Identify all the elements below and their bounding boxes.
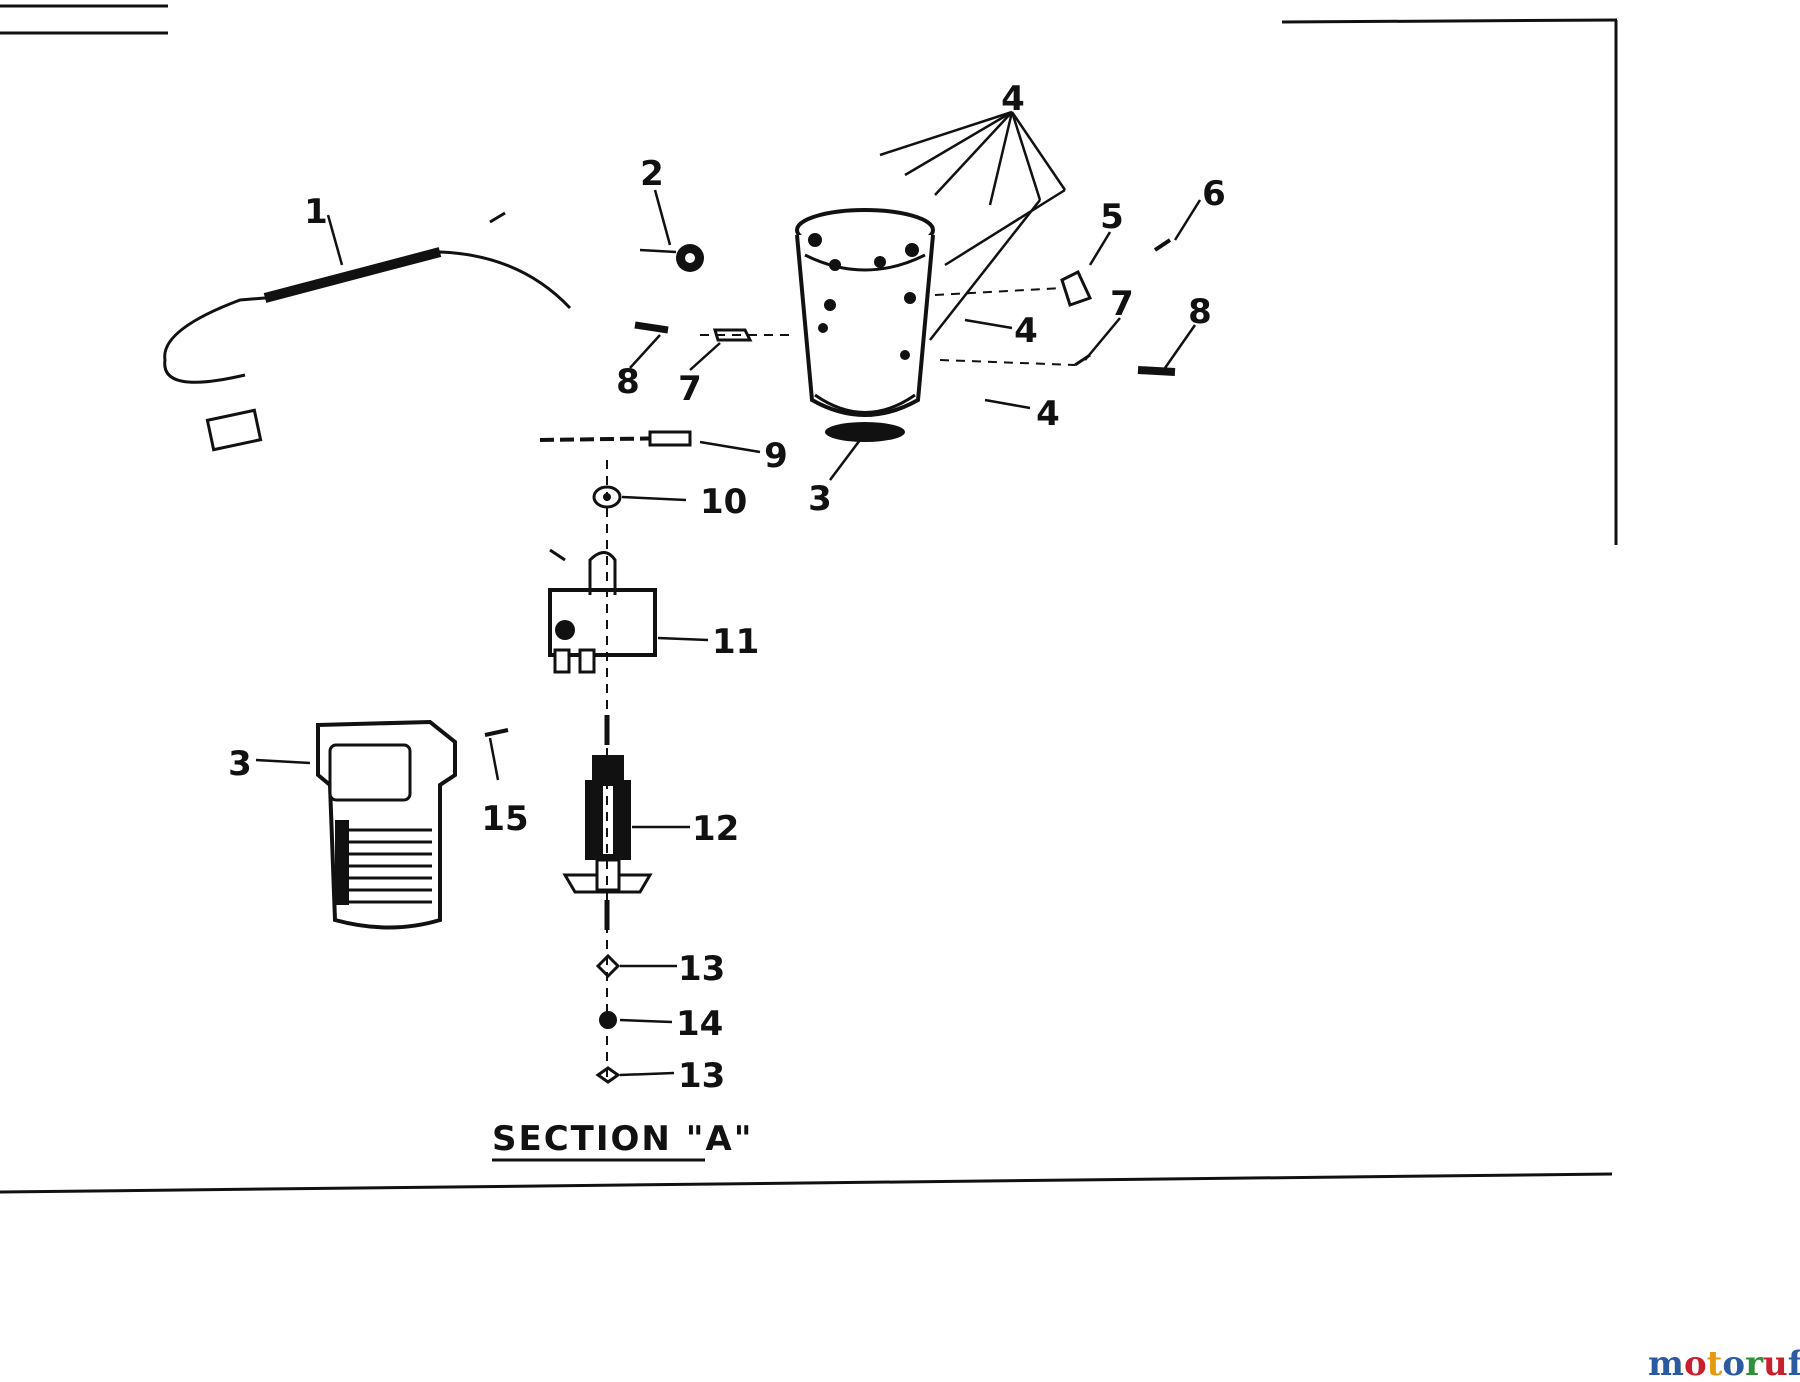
callout-5: 5 [1100,197,1124,237]
watermark-logo: motoruf.de [1648,1344,1800,1382]
callout-8-right: 8 [1188,292,1212,332]
exploded-view-axis [606,287,1076,1080]
callout-8-left: 8 [616,362,640,402]
callout-14: 14 [676,1004,723,1044]
watermark-letter: f [1788,1344,1800,1382]
watermark-letter: t [1707,1344,1723,1382]
callout-2: 2 [640,154,664,194]
field-coil-part [316,719,509,930]
callout-6: 6 [1202,174,1226,214]
nut-part [639,244,704,272]
watermark-letter: r [1745,1344,1764,1382]
end-plate-part [539,430,692,447]
callout-7-left: 7 [678,369,702,409]
callout-11: 11 [712,622,759,662]
brush-and-screw-parts-left [634,321,753,342]
callout-1: 1 [304,192,328,232]
callout-7-right: 7 [1110,284,1134,324]
callout-15: 15 [481,799,528,839]
cord-and-plug-part [163,211,572,452]
watermark-letter: u [1763,1344,1788,1382]
callout-9: 9 [764,436,788,476]
section-title-text: SECTION "A" [492,1119,753,1159]
callout-4-low: 4 [1036,394,1060,434]
callout-12: 12 [692,809,739,849]
watermark-letter: o [1722,1344,1745,1382]
callout-10: 10 [700,482,747,522]
callout-3-motor: 3 [808,479,832,519]
watermark-letter: o [1684,1344,1707,1382]
callout-13-bottom: 13 [678,1056,725,1096]
callout-3-field: 3 [228,744,252,784]
watermark-letter: m [1648,1344,1684,1382]
page-frame [0,4,1618,1194]
callout-13-top: 13 [678,949,725,989]
brush-holder-assembly-part [548,548,657,674]
callout-4-mid: 4 [1014,311,1038,351]
motor-housing-part [795,208,935,442]
callout-leader-lines [255,110,1202,1077]
callout-labels: 1 2 3 4 4 4 5 6 7 8 8 7 9 10 11 12 13 14… [228,79,1226,1096]
svg-text:motoruf.de: motoruf.de [1648,1344,1800,1382]
callout-4-top: 4 [1001,79,1025,119]
section-title: SECTION "A" [492,1119,753,1162]
